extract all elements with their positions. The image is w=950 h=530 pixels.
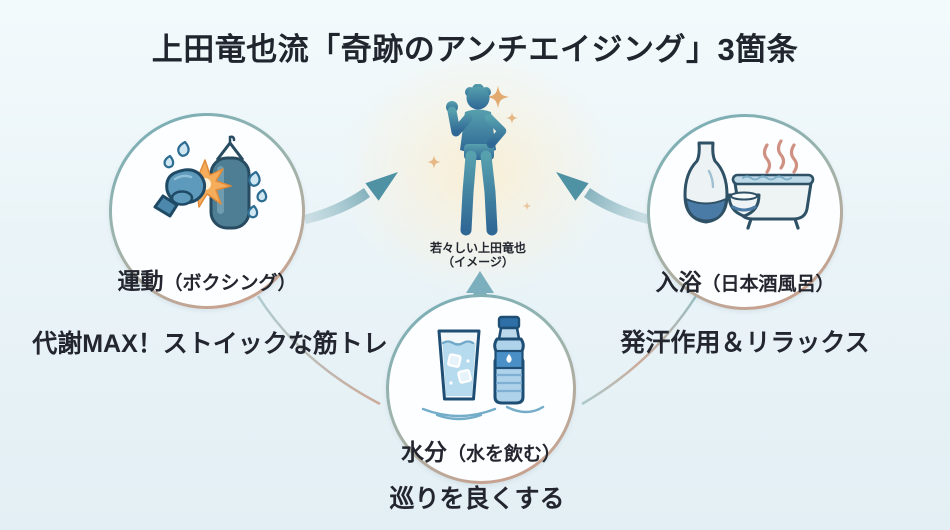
youthful-ueda-silhouette	[446, 84, 507, 238]
node-bathing-detail: （日本酒風呂）	[701, 274, 835, 295]
node-hydration-circle: 水分（水を飲む）	[389, 297, 573, 481]
figure-caption-line2: （イメージ）	[442, 255, 514, 269]
node-bathing-circle: 入浴（日本酒風呂）	[650, 117, 840, 307]
node-exercise-circle: 運動（ボクシング）	[112, 116, 302, 306]
node-exercise-label: 運動（ボクシング）	[117, 268, 296, 297]
node-bathing-caption: 発汗作用＆リラックス	[620, 329, 870, 357]
boxing-glove-punching-bag-icon	[153, 135, 268, 230]
node-hydration-title: 水分	[400, 439, 447, 465]
node-exercise-caption: 代謝MAX！ストイックな筋トレ	[32, 330, 388, 358]
figure-caption-line1: 若々しい上田竜也	[429, 241, 526, 255]
node-hydration: 水分（水を飲む）	[386, 294, 576, 484]
node-hydration-detail: （水を飲む）	[446, 444, 562, 465]
figure-caption: 若々しい上田竜也 （イメージ）	[398, 241, 558, 269]
node-exercise: 運動（ボクシング）	[109, 113, 305, 309]
node-exercise-title: 運動	[117, 268, 164, 294]
node-hydration-caption: 巡りを良くする	[389, 485, 565, 513]
water-glass-bottle-icon	[421, 315, 545, 421]
page-title: 上田竜也流「奇跡のアンチエイジング」3箇条	[151, 32, 799, 67]
node-exercise-detail: （ボクシング）	[163, 273, 297, 294]
sake-bottle-bathtub-icon	[683, 139, 815, 230]
node-bathing-title: 入浴	[655, 269, 702, 295]
node-bathing-label: 入浴（日本酒風呂）	[655, 269, 834, 298]
node-bathing: 入浴（日本酒風呂）	[647, 114, 843, 310]
node-hydration-label: 水分（水を飲む）	[401, 439, 561, 468]
